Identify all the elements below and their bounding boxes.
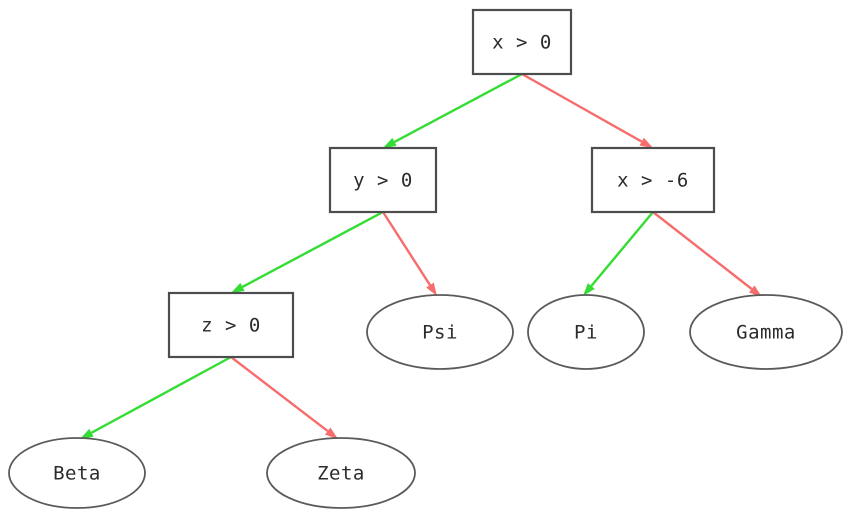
tree-node-zeta[interactable]: Zeta <box>266 437 416 509</box>
edge-line <box>521 72 643 143</box>
edge-arrowhead <box>426 282 437 296</box>
edge-arrowhead <box>80 428 94 439</box>
node-label: y > 0 <box>353 170 413 192</box>
node-rect <box>590 146 716 214</box>
edges-layer <box>80 72 762 439</box>
edge-arrowhead <box>383 137 397 148</box>
edge-line <box>590 211 654 287</box>
tree-node-psi[interactable]: Psi <box>366 294 514 370</box>
node-ellipse <box>8 437 146 509</box>
edge-line <box>652 211 753 290</box>
tree-node-pi[interactable]: Pi <box>527 294 645 370</box>
tree-node-root[interactable]: x > 0 <box>471 8 573 76</box>
edge-line <box>90 355 232 434</box>
node-label: z > 0 <box>201 315 261 337</box>
node-rect <box>471 8 573 76</box>
tree-edge-true <box>583 211 654 296</box>
tree-edge-true <box>80 355 232 439</box>
edge-line <box>381 211 431 286</box>
tree-edge-true <box>231 210 384 293</box>
tree-node-gamma[interactable]: Gamma <box>689 294 843 370</box>
node-label: Gamma <box>736 322 796 344</box>
node-ellipse <box>366 294 514 370</box>
node-label: x > -6 <box>617 170 689 192</box>
node-rect <box>167 291 295 359</box>
edge-line <box>230 356 329 433</box>
node-label: Beta <box>53 463 101 485</box>
tree-node-beta[interactable]: Beta <box>8 437 146 509</box>
edge-arrowhead <box>583 283 595 296</box>
node-label: Zeta <box>317 463 365 485</box>
node-ellipse <box>689 294 843 370</box>
tree-edge-false <box>381 211 437 296</box>
node-label: Pi <box>574 322 598 344</box>
node-ellipse <box>527 294 645 370</box>
edge-line <box>241 210 384 288</box>
node-label: x > 0 <box>492 32 552 54</box>
tree-node-x_gt_minus6[interactable]: x > -6 <box>590 146 716 214</box>
tree-edge-false <box>230 356 338 439</box>
edge-line <box>393 72 523 143</box>
node-ellipse <box>266 437 416 509</box>
tree-node-z_gt_0[interactable]: z > 0 <box>167 291 295 359</box>
tree-node-y_gt_0[interactable]: y > 0 <box>328 146 438 214</box>
node-label: Psi <box>422 322 458 344</box>
edge-arrowhead <box>324 427 338 439</box>
edge-arrowhead <box>748 285 762 297</box>
tree-edge-false <box>652 211 762 297</box>
node-rect <box>328 146 438 214</box>
edge-arrowhead <box>639 137 653 148</box>
tree-edge-false <box>521 72 653 148</box>
edge-arrowhead <box>231 282 245 293</box>
tree-edge-true <box>383 72 523 148</box>
